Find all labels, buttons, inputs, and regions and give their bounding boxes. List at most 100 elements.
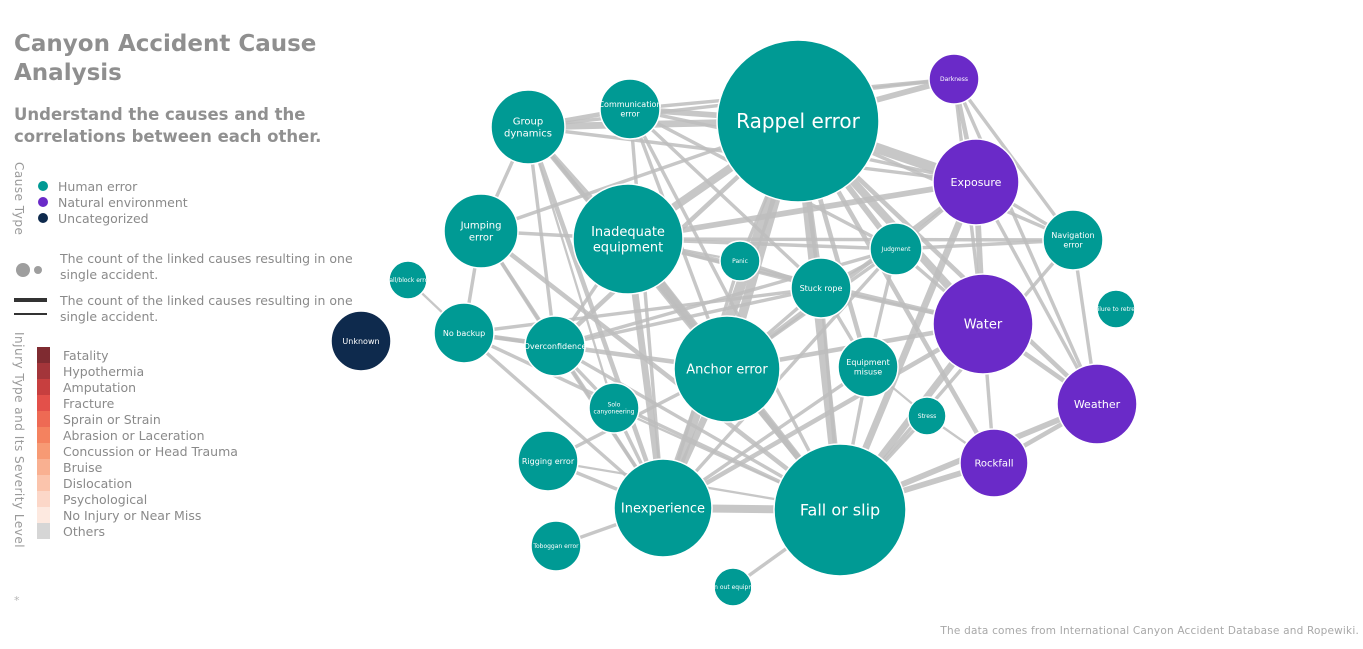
severity-label-text: Concussion or Head Trauma [63, 443, 238, 459]
node-exposure[interactable]: Exposure [932, 138, 1020, 226]
link-comm-stuck[interactable] [628, 107, 823, 290]
link-fall-comm[interactable] [628, 108, 842, 511]
severity-item-no-injury-or-near-miss[interactable]: No Injury or Near Miss [37, 507, 201, 523]
severity-item-amputation[interactable]: Amputation [37, 379, 136, 395]
severity-label: Injury Type and Its Severity Level [12, 332, 26, 549]
node-circle[interactable] [524, 315, 586, 377]
node-inexperience[interactable]: Inexperience [613, 458, 713, 558]
node-circle[interactable] [673, 315, 781, 423]
node-stuck[interactable]: Stuck rope [790, 257, 852, 319]
severity-swatch [37, 347, 50, 363]
node-rockfall[interactable]: Rockfall [959, 428, 1029, 498]
link-fall-jumping[interactable] [479, 229, 842, 512]
link-inadequate-navigation[interactable] [627, 237, 1074, 242]
node-overconf[interactable]: Overconfidence [524, 315, 587, 377]
node-circle[interactable] [599, 78, 661, 140]
node-circle[interactable] [959, 428, 1029, 498]
severity-swatch [37, 411, 50, 427]
node-panic[interactable]: Panic [719, 240, 761, 282]
severity-label-text: Others [63, 523, 106, 539]
legend-item-natural-environment[interactable]: Natural environment [38, 194, 188, 210]
node-circle[interactable] [613, 458, 713, 558]
severity-item-abrasion-or-laceration[interactable]: Abrasion or Laceration [37, 427, 205, 443]
severity-item-sprain-or-strain[interactable]: Sprain or Strain [37, 411, 161, 427]
link-inadequate-exposure[interactable] [627, 179, 977, 242]
severity-item-psychological[interactable]: Psychological [37, 491, 147, 507]
legend-dot-icon [38, 197, 48, 207]
link-nobackup-stuck[interactable] [463, 286, 822, 335]
link-inexperience-water[interactable] [661, 322, 985, 510]
node-circle[interactable] [433, 302, 495, 364]
node-circle[interactable] [716, 39, 880, 203]
severity-label-text: Fatality [63, 347, 109, 363]
node-wornout[interactable]: rn out equipm [712, 567, 755, 607]
node-circle[interactable] [837, 336, 899, 398]
node-nobackup[interactable]: No backup [433, 302, 495, 364]
node-circle[interactable] [588, 382, 640, 434]
node-circle[interactable] [572, 183, 684, 295]
severity-item-fracture[interactable]: Fracture [37, 395, 114, 411]
node-fall[interactable]: Fall or slip [773, 443, 907, 577]
node-darkness[interactable]: Darkness [928, 53, 980, 105]
node-rappel[interactable]: Rappel error [716, 39, 880, 203]
node-weather[interactable]: Weather [1056, 363, 1138, 445]
severity-swatch [37, 427, 50, 443]
link-solo-group[interactable] [526, 126, 616, 409]
node-stress[interactable]: Stress [907, 396, 947, 436]
node-judgment[interactable]: Judgment [869, 222, 923, 276]
legend-item-uncategorized[interactable]: Uncategorized [38, 210, 149, 226]
severity-label-text: Sprain or Strain [63, 411, 161, 427]
node-circle[interactable] [932, 138, 1020, 226]
severity-item-hypothermia[interactable]: Hypothermia [37, 363, 144, 379]
node-failretreat[interactable]: Failure to retreat [1091, 289, 1142, 329]
node-rigging[interactable]: Rigging error [517, 430, 579, 492]
severity-swatch [37, 379, 50, 395]
footnote-asterisk: * [14, 594, 20, 607]
severity-item-bruise[interactable]: Bruise [37, 459, 102, 475]
node-circle[interactable] [443, 193, 519, 269]
severity-item-dislocation[interactable]: Dislocation [37, 475, 132, 491]
severity-label-text: Dislocation [63, 475, 133, 491]
node-water[interactable]: Water [932, 273, 1034, 375]
node-circle[interactable] [388, 260, 428, 300]
severity-item-concussion-or-head-trauma[interactable]: Concussion or Head Trauma [37, 443, 238, 459]
node-circle[interactable] [1096, 289, 1136, 329]
severity-swatch [37, 443, 50, 459]
node-circle[interactable] [932, 273, 1034, 375]
node-circle[interactable] [517, 430, 579, 492]
link-overconf-stuck[interactable] [554, 286, 822, 348]
node-circle[interactable] [719, 240, 761, 282]
node-ballblock[interactable]: Ball/block error [385, 260, 431, 300]
severity-swatch [37, 363, 50, 379]
node-circle[interactable] [530, 520, 582, 572]
node-unknown[interactable]: Unknown [330, 310, 392, 372]
severity-label-text: Bruise [63, 459, 103, 475]
legend-item-human-error[interactable]: Human error [38, 178, 137, 194]
severity-item-fatality[interactable]: Fatality [37, 347, 109, 363]
legend-label: Human error [58, 178, 138, 194]
node-toboggan[interactable]: Toboggan error [530, 520, 582, 572]
severity-item-others[interactable]: Others [37, 523, 105, 539]
node-circle[interactable] [928, 53, 980, 105]
node-anchor[interactable]: Anchor error [673, 315, 781, 423]
node-circle[interactable] [1056, 363, 1138, 445]
severity-label-text: Amputation [63, 379, 137, 395]
node-circle[interactable] [790, 257, 852, 319]
severity-label-text: Abrasion or Laceration [63, 427, 205, 443]
node-circle[interactable] [907, 396, 947, 436]
node-circle[interactable] [713, 567, 753, 607]
node-circle[interactable] [490, 89, 566, 165]
node-circle[interactable] [330, 310, 392, 372]
data-source-note: The data comes from International Canyon… [940, 625, 1359, 637]
node-circle[interactable] [1042, 209, 1104, 271]
node-circle[interactable] [773, 443, 907, 577]
node-circle[interactable] [869, 222, 923, 276]
